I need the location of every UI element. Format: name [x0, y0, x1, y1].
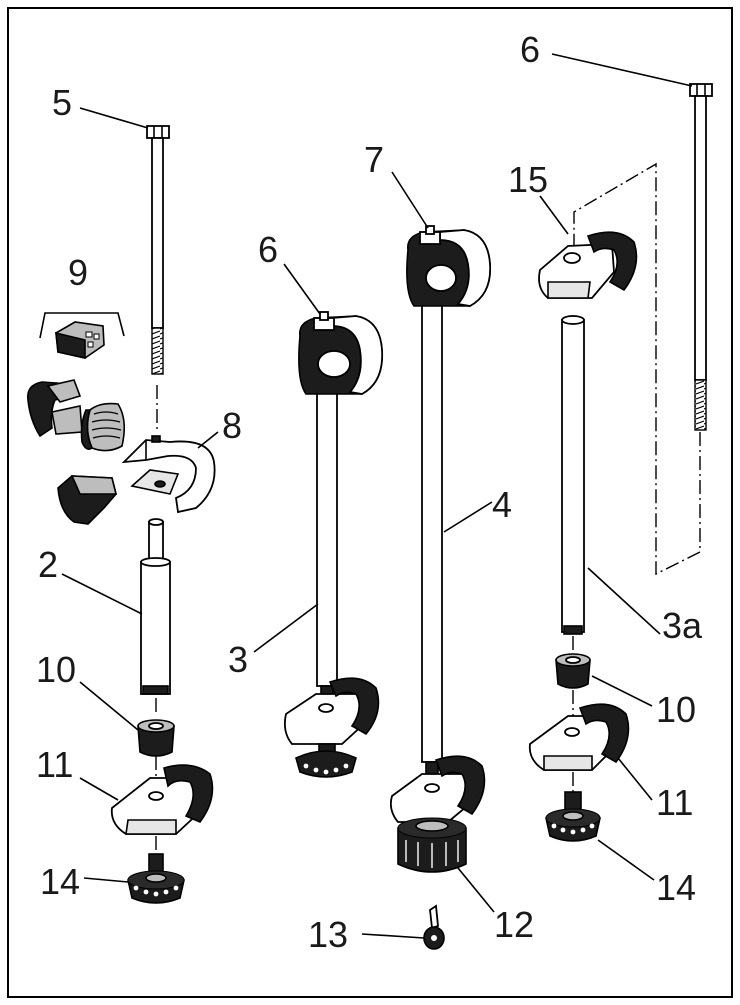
label-part-11-left: 11: [36, 744, 73, 785]
label-part-9: 9: [68, 252, 88, 293]
leader-lines: [61, 53, 693, 939]
label-part-14-left: 14: [40, 861, 80, 902]
label-part-10-right: 10: [656, 689, 696, 730]
part-3-rod-assembly: [283, 311, 384, 778]
part-4-long-rod-assembly: [389, 225, 492, 823]
part-6-long-bolt-right: [689, 83, 713, 431]
part-13-key: [423, 904, 445, 950]
label-part-7: 7: [364, 139, 384, 180]
part-12-large-foot: [397, 817, 467, 873]
part-5-long-bolt-left: [146, 125, 170, 375]
part-15-top-clamp: [538, 231, 638, 299]
label-part-15: 15: [508, 159, 548, 200]
label-part-6-mid: 6: [258, 229, 278, 270]
assembly-guide-dashdot: [573, 162, 701, 576]
part-10-bushing-right: [555, 653, 591, 689]
part-number-labels: 5 6 7 15 9 6 8 4 2 3 3a 10 10 11 11 14 1…: [36, 29, 703, 955]
label-part-11-right: 11: [656, 782, 693, 823]
label-part-5: 5: [52, 82, 72, 123]
part-11-pipe-clamp-left: [110, 764, 214, 835]
part-3a-tube: [561, 315, 585, 635]
label-part-12: 12: [494, 904, 534, 945]
part-2-short-tube: [140, 518, 171, 695]
label-part-4: 4: [492, 484, 512, 525]
label-part-10-left: 10: [36, 649, 76, 690]
label-part-14-right: 14: [656, 867, 696, 908]
part-11-pipe-clamp-right: [528, 703, 630, 771]
label-part-3: 3: [228, 639, 248, 680]
part-10-bushing-left: [137, 719, 175, 757]
part-14-foot-knob-left: [127, 853, 185, 904]
label-part-13: 13: [308, 914, 348, 955]
part-8-strap-clamp: [121, 435, 216, 514]
label-part-3a: 3a: [662, 605, 703, 646]
label-part-8: 8: [222, 405, 242, 446]
label-part-6-top: 6: [520, 29, 540, 70]
part-14-foot-knob-right: [545, 791, 601, 842]
label-part-2: 2: [38, 544, 58, 585]
part-9-clamp-parts: [26, 312, 126, 525]
